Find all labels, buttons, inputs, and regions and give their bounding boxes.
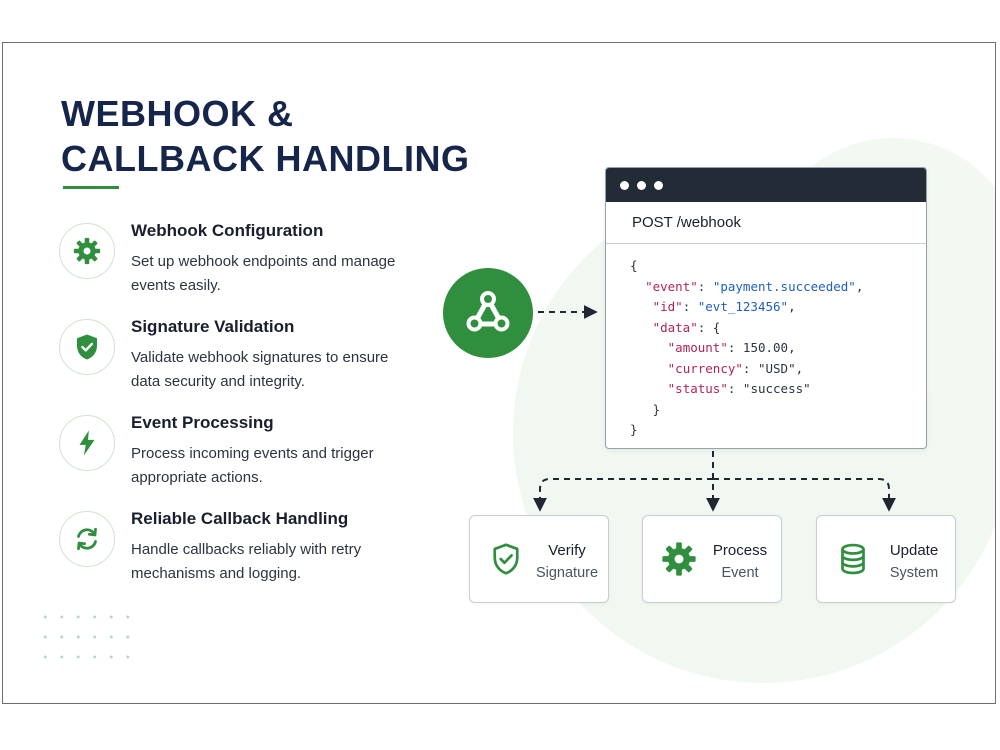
step-label: Verify Signature xyxy=(535,542,599,581)
request-endpoint: POST /webhook xyxy=(606,202,926,244)
window-dot xyxy=(620,181,629,190)
webhook-icon xyxy=(443,268,533,358)
feature-title: Webhook Configuration xyxy=(131,221,324,240)
title-line-1: WEBHOOK & xyxy=(61,93,294,134)
step-label: Process Event xyxy=(712,542,768,581)
json-payload: { "event": "payment.succeeded", "id": "e… xyxy=(630,258,864,437)
window-dot xyxy=(654,181,663,190)
database-icon xyxy=(833,539,873,579)
feature-description: Process incoming events and trigger appr… xyxy=(131,445,374,486)
shield-check-icon xyxy=(59,319,115,375)
title-underline xyxy=(63,186,119,189)
decorative-dot-grid xyxy=(37,607,137,667)
gear-icon xyxy=(59,223,115,279)
feature-title: Signature Validation xyxy=(131,317,295,336)
feature-description: Validate webhook signatures to ensure da… xyxy=(131,349,389,390)
step-update-system: Update System xyxy=(816,515,956,603)
diagram-frame: WEBHOOK & CALLBACK HANDLING W xyxy=(2,42,996,704)
window-dot xyxy=(637,181,646,190)
refresh-icon xyxy=(59,511,115,567)
title-line-2: CALLBACK HANDLING xyxy=(61,138,470,179)
page-title: WEBHOOK & CALLBACK HANDLING xyxy=(61,91,469,181)
step-verify-signature: Verify Signature xyxy=(469,515,609,603)
gear-icon xyxy=(659,539,699,579)
feature-description: Handle callbacks reliably with retry mec… xyxy=(131,541,362,582)
window-titlebar xyxy=(606,168,926,202)
feature-description: Set up webhook endpoints and manage even… xyxy=(131,253,396,294)
step-process-event: Process Event xyxy=(642,515,782,603)
lightning-icon xyxy=(59,415,115,471)
webhook-request-window: POST /webhook { "event": "payment.succee… xyxy=(605,167,927,449)
shield-check-icon xyxy=(486,539,526,579)
step-label: Update System xyxy=(889,542,939,581)
feature-title: Event Processing xyxy=(131,413,274,432)
feature-title: Reliable Callback Handling xyxy=(131,509,349,528)
